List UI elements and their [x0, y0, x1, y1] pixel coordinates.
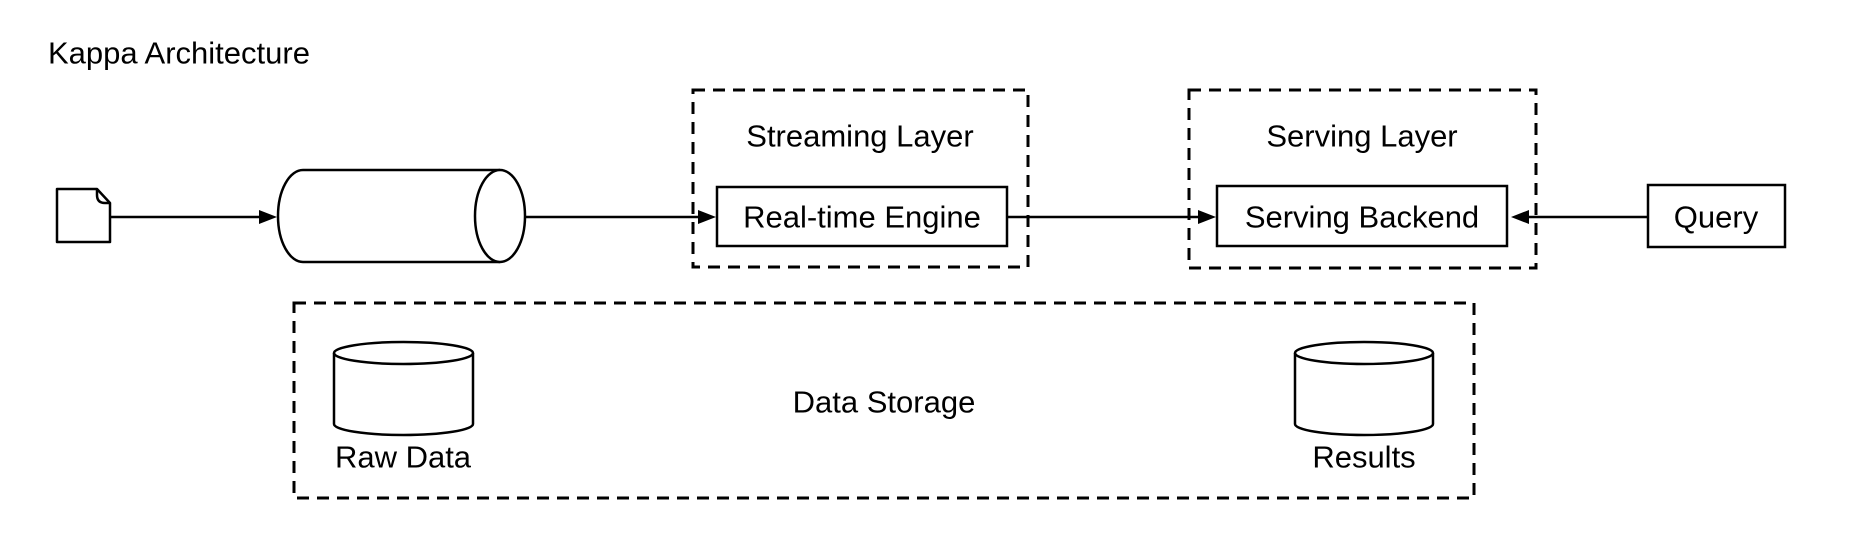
- diagram-title: Kappa Architecture: [48, 36, 310, 71]
- database-cylinder-icon: [332, 340, 475, 437]
- data-storage-container[interactable]: Data Storage: [292, 301, 1476, 500]
- data-storage-box: [292, 301, 1476, 500]
- raw-data-store-node[interactable]: Raw Data: [332, 340, 475, 475]
- database-cylinder-icon: [1293, 340, 1435, 437]
- serving-backend-node[interactable]: Serving Backend: [1215, 184, 1509, 248]
- arrow-source-to-stream[interactable]: [110, 210, 277, 224]
- document-fold-icon: [95, 189, 110, 205]
- results-label: Results: [1312, 440, 1415, 475]
- arrowhead-icon: [259, 210, 277, 224]
- realtime-engine-box: [715, 185, 1009, 248]
- query-label: Query: [1674, 200, 1759, 235]
- database-cylinder-rim-icon: [332, 352, 475, 366]
- arrow-query-to-backend[interactable]: [1511, 210, 1648, 224]
- source-document-node[interactable]: [55, 187, 112, 244]
- arrow-stream-to-engine[interactable]: [525, 210, 716, 224]
- raw-data-label: Raw Data: [335, 440, 472, 475]
- realtime-engine-node[interactable]: Real-time Engine: [715, 185, 1009, 248]
- document-icon: [55, 187, 112, 244]
- results-store-node[interactable]: Results: [1293, 340, 1435, 475]
- arrowhead-icon: [1511, 210, 1529, 224]
- horizontal-cylinder-left-cap-icon: [276, 168, 304, 264]
- streaming-layer-label: Streaming Layer: [746, 119, 973, 154]
- query-node[interactable]: Query: [1646, 183, 1787, 249]
- database-cylinder-rim-icon: [1293, 352, 1435, 366]
- realtime-engine-label: Real-time Engine: [743, 200, 981, 235]
- serving-layer-container[interactable]: Serving Layer: [1187, 88, 1538, 270]
- serving-layer-label: Serving Layer: [1266, 119, 1457, 154]
- arrowhead-icon: [698, 210, 716, 224]
- streaming-layer-container[interactable]: Streaming Layer: [691, 88, 1030, 269]
- arrow-engine-to-backend[interactable]: [1007, 210, 1216, 224]
- event-stream-queue-node[interactable]: [276, 168, 527, 264]
- arrowhead-icon: [1198, 210, 1216, 224]
- serving-backend-label: Serving Backend: [1245, 200, 1479, 235]
- horizontal-cylinder-right-cap-icon: [473, 168, 527, 264]
- data-storage-label: Data Storage: [793, 385, 976, 420]
- serving-layer-box: [1187, 88, 1538, 270]
- query-box: [1646, 183, 1787, 249]
- streaming-layer-box: [691, 88, 1030, 269]
- serving-backend-box: [1215, 184, 1509, 248]
